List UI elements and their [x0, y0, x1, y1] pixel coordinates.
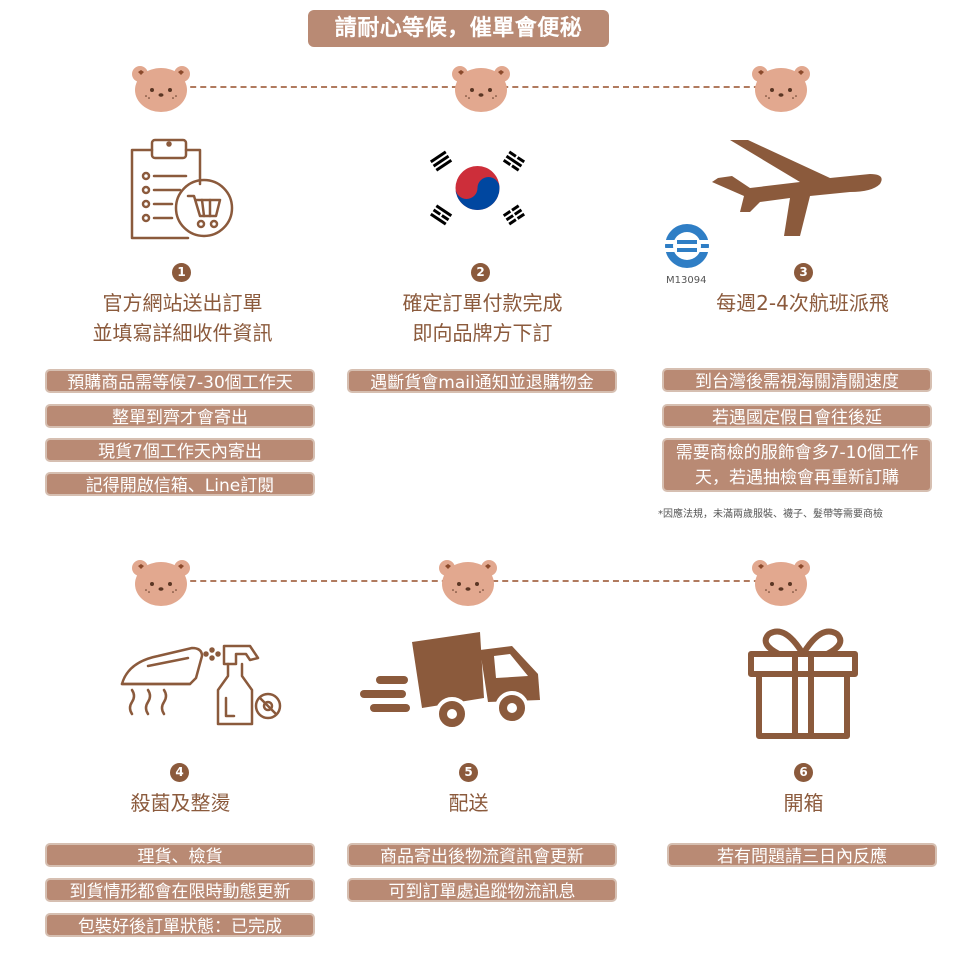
note-pill: 整單到齊才會寄出: [45, 404, 315, 428]
bear-icon: [752, 66, 810, 112]
korea-flag-icon: [425, 146, 530, 230]
note-pill: 現貨7個工作天內寄出: [45, 438, 315, 462]
note-pill: 包裝好後訂單狀態：已完成: [45, 913, 315, 937]
note-pill: 到台灣後需視海關清關速度: [662, 368, 932, 392]
bear-icon: [752, 560, 810, 606]
clipboard-cart-icon: [130, 138, 234, 240]
bear-icon: [439, 560, 497, 606]
regulation-footnote: *因應法規，未滿兩歲服裝、襪子、髮帶等需要商檢: [658, 509, 883, 520]
note-pill: 理貨、檢貨: [45, 843, 315, 867]
step-title-4: 殺菌及整燙: [130, 791, 231, 815]
step-title-2: 確定訂單付款完成 即向品牌方下訂: [360, 288, 605, 348]
step-number-6: 6: [794, 763, 813, 782]
bear-icon: [452, 66, 510, 112]
note-pill: 預購商品需等候7-30個工作天: [45, 369, 315, 393]
bsmi-mark-icon: [665, 224, 709, 268]
bear-icon: [132, 560, 190, 606]
step-title-6: 開箱: [783, 791, 824, 815]
note-pill: 記得開啟信箱、Line訂閱: [45, 472, 315, 496]
step-title-5: 配送: [448, 791, 489, 815]
step-number-4: 4: [170, 763, 189, 782]
note-pill: 遇斷貨會mail通知並退購物金: [347, 369, 617, 393]
step-title-2-line1: 確定訂單付款完成: [402, 291, 563, 315]
step-title-2-line2: 即向品牌方下訂: [412, 321, 553, 345]
step-number-3: 3: [794, 263, 813, 282]
note-pill: 需要商檢的服飾會多7-10個工作天，若遇抽檢會再重新訂購: [662, 438, 932, 492]
page-title: 請耐心等候，催單會便秘: [308, 10, 609, 47]
note-pill: 若有問題請三日內反應: [667, 843, 937, 867]
step-number-5: 5: [459, 763, 478, 782]
bear-icon: [132, 66, 190, 112]
airplane-icon: [712, 140, 882, 236]
note-pill: 到貨情形都會在限時動態更新: [45, 878, 315, 902]
step-number-1: 1: [172, 263, 191, 282]
step-number-2: 2: [471, 263, 490, 282]
step-title-1: 官方網站送出訂單 並填寫詳細收件資訊: [60, 288, 305, 348]
note-pill: 可到訂單處追蹤物流訊息: [347, 878, 617, 902]
delivery-truck-icon: [360, 632, 540, 731]
iron-spray-icon: [120, 644, 282, 726]
bsmi-code: M13094: [666, 275, 707, 286]
step-title-3: 每週2-4次航班派飛: [716, 291, 889, 315]
step-title-1-line1: 官方網站送出訂單: [102, 291, 263, 315]
gift-box-icon: [748, 628, 858, 739]
note-pill: 若遇國定假日會往後延: [662, 404, 932, 428]
step-title-1-line2: 並填寫詳細收件資訊: [92, 321, 273, 345]
note-pill: 商品寄出後物流資訊會更新: [347, 843, 617, 867]
